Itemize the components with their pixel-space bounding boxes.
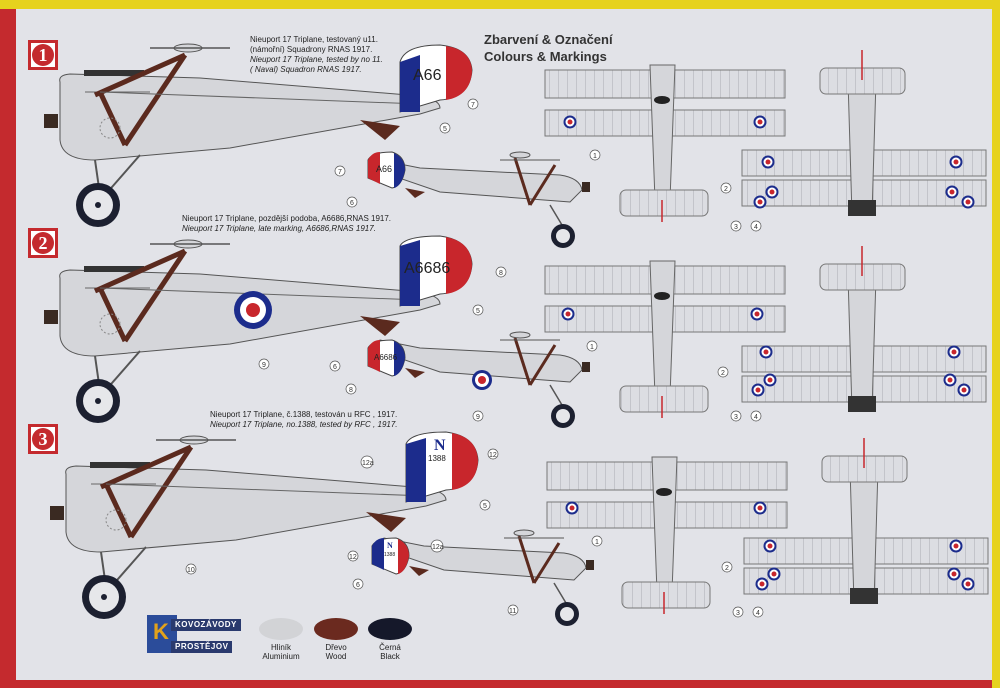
callout-label: 6 bbox=[356, 582, 360, 589]
legend-label-en: Aluminium bbox=[262, 652, 300, 661]
scheme-3-badge: 3 bbox=[28, 424, 58, 454]
legend-wood: Dřevo Wood bbox=[312, 618, 360, 661]
scheme-1-caption: Nieuport 17 Triplane, testovaný u11. (ná… bbox=[250, 35, 383, 74]
yellow-border-top bbox=[0, 0, 1000, 9]
scheme-2-caption: Nieuport 17 Triplane, pozdější podoba, A… bbox=[182, 214, 392, 233]
callout-label: 8 bbox=[499, 270, 503, 277]
callout-label: 12 bbox=[489, 452, 497, 459]
callout-label: 11 bbox=[509, 608, 516, 615]
callout-label: 4 bbox=[754, 414, 758, 421]
legend-label-cz: Černá bbox=[379, 643, 401, 652]
callout-label: 12a bbox=[432, 544, 444, 551]
callout-label: 3 bbox=[736, 610, 740, 617]
legend-label-cz: Hliník bbox=[270, 643, 291, 652]
swatch-black bbox=[368, 618, 412, 640]
callout-label: 3 bbox=[734, 414, 738, 421]
callout-label: 8 bbox=[349, 387, 353, 394]
scheme-2-small-roundel bbox=[472, 370, 492, 390]
scheme-2-tail-code-small: A6686 bbox=[374, 353, 398, 362]
logo-line1: KOVOZÁVODY bbox=[171, 619, 241, 631]
callout-label: 12 bbox=[349, 554, 357, 561]
logo-badge: K bbox=[147, 615, 177, 653]
callouts: 7 5 7 6 1 2 3 4 8 5 9 6 8 9 bbox=[185, 98, 764, 618]
legend-label-cz: Dřevo bbox=[325, 643, 347, 652]
page-title: Zbarvení & Označení Colours & Markings bbox=[484, 32, 613, 64]
callout-label: 2 bbox=[725, 565, 729, 572]
callout-label: 1 bbox=[590, 344, 594, 351]
callout-label: 2 bbox=[721, 370, 725, 377]
yellow-border-right bbox=[992, 0, 1000, 688]
legend-black: Černá Black bbox=[366, 618, 414, 661]
swatch-wood bbox=[314, 618, 358, 640]
scheme-2-tail-code: A6686 bbox=[404, 260, 450, 277]
scheme-3-tail-number: 1388 bbox=[428, 454, 446, 463]
legend-label-en: Black bbox=[380, 652, 400, 661]
scheme-3-tail-letter: N bbox=[434, 437, 446, 454]
legend-label-en: Wood bbox=[325, 652, 347, 661]
scheme-3-tail-number-small: 1388 bbox=[384, 552, 395, 558]
callout-label: 4 bbox=[756, 610, 760, 617]
scheme-3-tail-letter-small: N bbox=[387, 541, 393, 550]
callout-label: 7 bbox=[338, 169, 342, 176]
callout-label: 4 bbox=[754, 224, 758, 231]
scheme-3-caption: Nieuport 17 Triplane, č.1388, testován u… bbox=[210, 410, 398, 429]
legend-aluminium: Hliník Aluminium bbox=[257, 618, 305, 661]
callout-label: 9 bbox=[262, 362, 266, 369]
callout-label: 9 bbox=[476, 414, 480, 421]
callout-label: 1 bbox=[595, 539, 599, 546]
callout-label: 5 bbox=[483, 503, 487, 510]
callout-label: 7 bbox=[471, 102, 475, 109]
callout-label: 6 bbox=[333, 364, 337, 371]
swatch-aluminium bbox=[259, 618, 303, 640]
callout-label: 2 bbox=[724, 186, 728, 193]
scheme-2-badge: 2 bbox=[28, 228, 58, 258]
scheme-2-side-small bbox=[367, 330, 592, 430]
callout-label: 5 bbox=[476, 308, 480, 315]
roundel-red-center bbox=[246, 303, 260, 317]
scheme-1-side-large bbox=[44, 44, 473, 227]
scheme-1-badge: 1 bbox=[28, 40, 58, 70]
callout-label: 6 bbox=[350, 200, 354, 207]
scheme-1-tail-code: A66 bbox=[413, 67, 442, 84]
scheme-2-side-large bbox=[44, 235, 473, 423]
callout-label: 3 bbox=[734, 224, 738, 231]
scheme-3-side-small bbox=[371, 528, 596, 628]
scheme-1-side-small bbox=[367, 150, 592, 250]
logo-line2: PROSTĚJOV bbox=[171, 641, 233, 653]
scheme-1-tail-code-small: A66 bbox=[376, 164, 392, 174]
callout-label: 1 bbox=[593, 153, 597, 160]
kovozavody-logo: K KOVOZÁVODY PROSTĚJOV bbox=[147, 615, 247, 655]
scheme-3-side-large bbox=[50, 431, 479, 619]
callout-label: 10 bbox=[187, 567, 195, 574]
callout-label: 12a bbox=[362, 460, 374, 467]
callout-label: 5 bbox=[443, 126, 447, 133]
